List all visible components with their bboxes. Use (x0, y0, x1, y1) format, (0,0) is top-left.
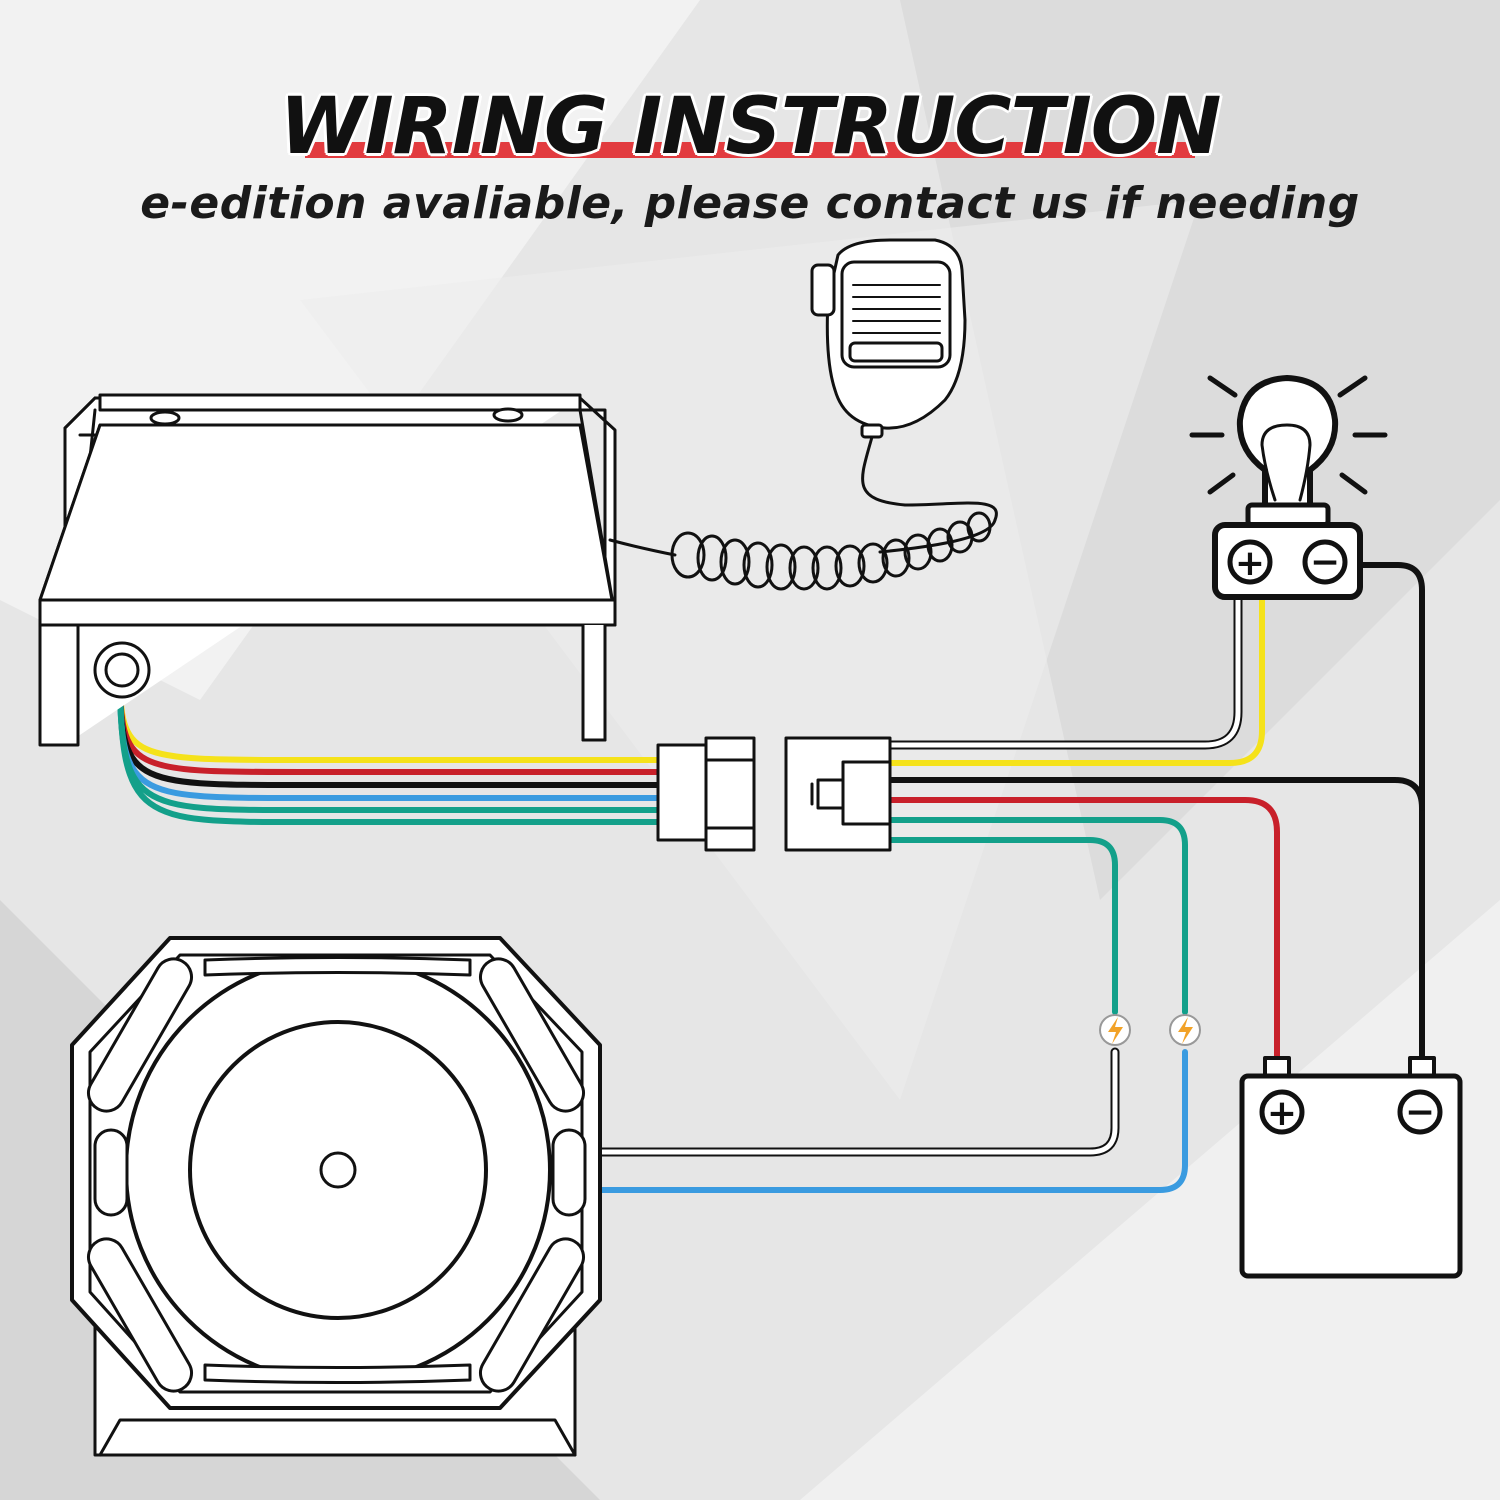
wire-green-b (887, 837, 1118, 1015)
wire-connector-female (784, 736, 892, 852)
coiled-cable (608, 435, 998, 591)
svg-text:−: − (1310, 542, 1340, 583)
svg-text:−: − (1405, 1092, 1435, 1133)
svg-text:+: + (1267, 1093, 1297, 1134)
svg-text:+: + (1235, 543, 1265, 584)
title-underline-bar (305, 142, 1195, 158)
page-title: WIRING INSTRUCTION (279, 82, 1222, 172)
battery: + − (1239, 1056, 1463, 1279)
page-subtitle: e-edition avaliable, please contact us i… (140, 178, 1360, 229)
light-bulb: + − (1189, 375, 1388, 600)
wire-black-bulb-negative (1352, 562, 1425, 811)
electric-splice-icon (1169, 1014, 1201, 1046)
battery-positive-terminal (1259, 1089, 1305, 1135)
electric-splice-icon (1099, 1014, 1131, 1046)
wire-connector-male (656, 736, 756, 852)
bulb-negative-terminal (1302, 539, 1348, 585)
wire-red-to-battery (887, 797, 1280, 1063)
wire-yellow-to-bulb (887, 582, 1265, 766)
battery-negative-terminal (1397, 1089, 1443, 1135)
siren-control-box (38, 393, 617, 747)
wire-white-speaker (595, 1047, 1120, 1157)
light-rays (1189, 375, 1388, 495)
siren-speaker (70, 936, 602, 1457)
wire-blue-speaker (597, 1049, 1188, 1193)
handheld-microphone (810, 238, 967, 439)
wire-green-a (887, 817, 1188, 1015)
wire-harness-left (117, 669, 663, 825)
bulb-positive-terminal (1227, 539, 1273, 585)
wire-white-to-bulb (885, 580, 1243, 750)
